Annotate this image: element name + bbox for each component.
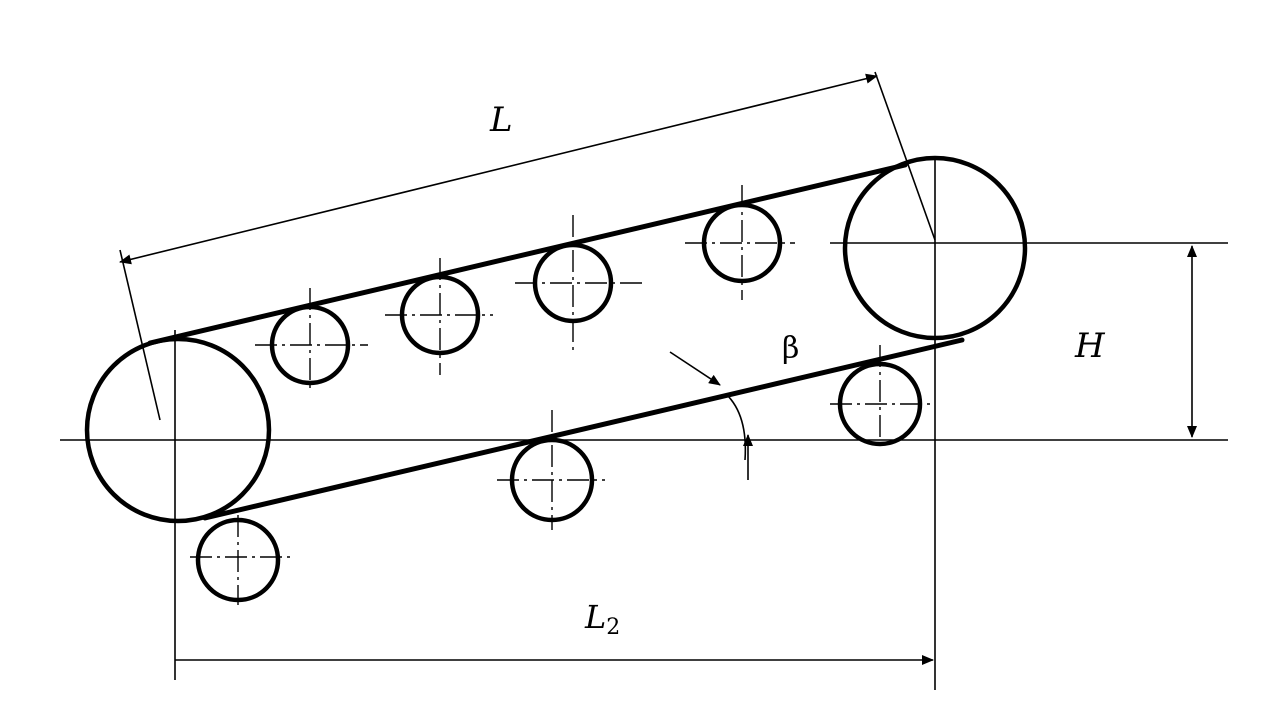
angle-label: β xyxy=(782,331,799,366)
upper-belt xyxy=(147,162,908,346)
upper-idler-2 xyxy=(385,258,493,375)
return-idler-2 xyxy=(497,410,605,530)
upper-idler-1 xyxy=(255,288,368,390)
horizontal-length-symbol: L xyxy=(584,598,606,636)
length-label: L xyxy=(489,100,513,140)
horizontal-length-subscript: 2 xyxy=(606,615,620,640)
horizontal-length-label: L2 xyxy=(584,598,620,640)
height-label: H xyxy=(1074,326,1106,366)
length-dimension xyxy=(119,71,936,421)
drive-pulley xyxy=(84,336,272,524)
return-idler-3 xyxy=(830,345,935,450)
lower-belt xyxy=(202,337,965,521)
angle-indicator xyxy=(669,351,753,480)
return-idler-1 xyxy=(190,515,293,605)
upper-idler-3 xyxy=(515,215,645,355)
